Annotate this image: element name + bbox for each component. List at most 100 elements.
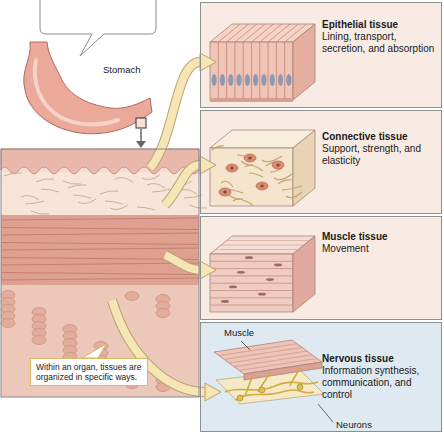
tissue-blocks-part (276, 42, 277, 100)
zoom-arrows-part (200, 261, 216, 279)
leader-line (241, 341, 333, 422)
tissue-blocks-part (210, 42, 293, 100)
speech-bubble (40, 0, 156, 56)
tissue-blocks-part (233, 199, 253, 205)
tissue-blocks-part (278, 180, 292, 184)
tissue-cross-section-part (125, 292, 139, 301)
tissue-blocks-part (270, 74, 275, 86)
tissue-cross-section-part (1, 273, 199, 275)
tissue-blocks-part (229, 195, 243, 199)
tissue-cross-section-part (68, 185, 86, 188)
tissue-cross-section-part (1, 243, 199, 245)
tissue-blocks-part (216, 249, 299, 250)
tissue-blocks-part (284, 42, 285, 100)
leader-line-part (318, 404, 333, 422)
zoom-arrows-part (150, 62, 200, 168)
tissue-blocks-part (220, 74, 225, 86)
tissue-blocks-part (282, 186, 302, 190)
part-label: Neurons (336, 419, 372, 430)
tissue-blocks-part (293, 130, 315, 206)
tissue-blocks-part (252, 24, 274, 42)
tissue-blocks-part (210, 268, 293, 269)
part-label: Muscle (224, 327, 254, 338)
tissue-blocks-part (297, 384, 303, 390)
tissue-cross-section-part (137, 207, 155, 210)
tissue-blocks-part (237, 395, 243, 401)
tissue-blocks-part (225, 382, 318, 392)
tissue-blocks-part (226, 164, 238, 172)
tissue-blocks-part (274, 264, 282, 267)
text-column: Epithelial tissueLining, transport, secr… (322, 19, 436, 55)
tissue-blocks-part (253, 74, 258, 86)
tissue-blocks-part (251, 42, 252, 100)
tissue-cross-section-part (31, 211, 49, 214)
tissue-cross-section-part (100, 191, 118, 194)
stomach (24, 42, 152, 148)
tissue-cross-section-part (1, 218, 199, 220)
zoom-arrows-part (165, 255, 200, 270)
tissue-cross-section-part (1, 149, 199, 397)
tissue-blocks-part (266, 278, 274, 281)
tissue-blocks-part (221, 245, 304, 246)
tissue-blocks-part (272, 161, 284, 169)
tissue-blocks-part (278, 74, 283, 86)
tissue-blocks-part (245, 256, 253, 259)
tissue-blocks-part (259, 42, 260, 100)
tissue-blocks-part (210, 254, 293, 312)
leader-line-part (241, 341, 250, 350)
tissue-blocks-part (245, 165, 263, 171)
tissue-blocks-part (210, 275, 293, 276)
tissue-cross-section-part (152, 189, 170, 192)
tissue-blocks-part (223, 190, 226, 193)
tissue-cross-section-part (41, 189, 59, 192)
tissue-blocks-part (210, 98, 293, 102)
tissue-blocks-part (218, 24, 240, 42)
zoom-arrows-part (165, 165, 200, 205)
tissue-blocks-part (210, 261, 293, 262)
callout-text: Within an organ, tissues are organized i… (36, 362, 142, 382)
tissue-blocks-part (212, 74, 217, 86)
tissue-blocks-part (249, 173, 263, 177)
tissue-description: Lining, transport, secretion, and absorp… (322, 31, 436, 55)
tissue-cross-section-part (63, 181, 81, 184)
tissue-blocks-part (237, 271, 245, 274)
tissue-cross-section-part (1, 263, 199, 265)
tissue-panel: Epithelial tissueLining, transport, secr… (200, 2, 442, 108)
tissue-cross-section-part (1, 319, 15, 328)
tissue-blocks-part (235, 24, 257, 42)
zoom-arrows-part (205, 383, 221, 401)
tissue-blocks-part (228, 74, 233, 86)
tissue-blocks-part (226, 42, 227, 100)
tissue-cross-section-part (1, 278, 199, 280)
tissue-blocks-part (210, 283, 293, 284)
stomach-part (136, 141, 146, 148)
tissue-blocks-part (210, 305, 293, 306)
tissue-blocks-part (229, 286, 237, 289)
tissue-panel: Muscle tissueMovement (200, 216, 442, 320)
tissue-blocks-part (268, 24, 290, 42)
tissue-blocks-part (276, 24, 298, 42)
tissue-blocks-part (243, 42, 244, 100)
panel-ground-part (200, 322, 442, 432)
tissue-cross-section-part (4, 173, 22, 176)
tissue-blocks-part (285, 24, 307, 42)
tissue-heading: Epithelial tissue (322, 19, 436, 31)
tissue-blocks-part (221, 300, 229, 303)
tissue-cross-section-part (21, 196, 39, 200)
speech-bubble-part (40, 0, 156, 56)
tissue-blocks-part (248, 156, 251, 159)
tissue-blocks-part (276, 163, 279, 166)
tissue-panel: Connective tissueSupport, strength, and … (200, 110, 442, 214)
tissue-blocks-part (221, 181, 233, 187)
stomach-part (24, 42, 152, 134)
zoom-arrows (112, 53, 221, 401)
tissue-heading: Connective tissue (322, 131, 436, 143)
tissue-description: Movement (322, 243, 436, 255)
tissue-blocks-part (293, 24, 315, 100)
tissue-cross-section-part (115, 178, 133, 182)
tissue-blocks-part (243, 24, 265, 42)
tissue-cross-section-part (36, 179, 54, 182)
tissue-cross-section (1, 149, 207, 397)
tissue-blocks-part (227, 24, 249, 42)
